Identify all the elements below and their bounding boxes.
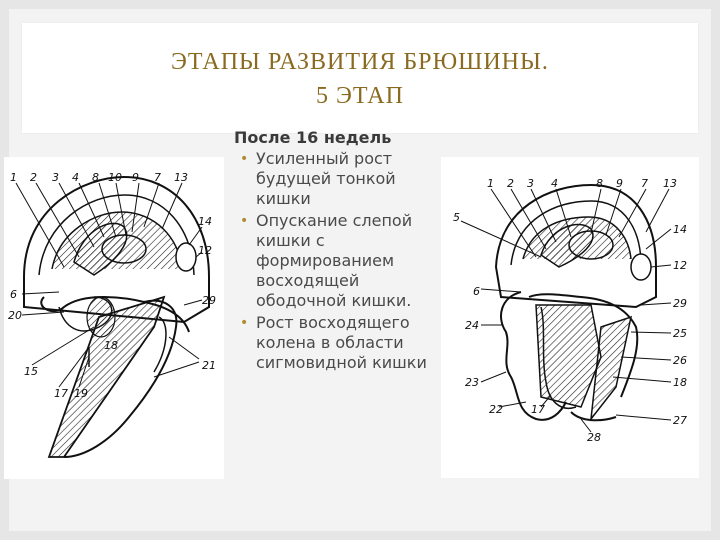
fig-left-label: 20 (8, 309, 22, 322)
title-box: ЭТАПЫ РАЗВИТИЯ БРЮШИНЫ. 5 ЭТАП (22, 23, 698, 133)
fig-left-label: 19 (74, 387, 88, 400)
bullet-list: • Усиленный рост будущей тонкой кишки • … (232, 149, 447, 373)
figure-right-drawing: 1 2 3 4 8 9 7 13 5 14 12 6 29 24 25 26 1… (441, 157, 699, 478)
title-line-2: 5 ЭТАП (22, 79, 698, 113)
fig-right-label: 28 (587, 431, 601, 444)
fig-left-label: 2 (30, 171, 37, 184)
fig-right-label: 1 (487, 177, 494, 190)
bullet-icon: • (240, 313, 248, 333)
fig-right-label: 27 (673, 414, 687, 427)
subheading: После 16 недель (234, 128, 447, 147)
figure-left: 1 2 3 4 8 10 9 7 13 14 12 6 5 20 29 18 1… (4, 157, 224, 479)
fig-left-label: 7 (154, 171, 161, 184)
fig-left-label: 6 (10, 288, 17, 301)
fig-right-label: 4 (551, 177, 558, 190)
figure-right: 1 2 3 4 8 9 7 13 5 14 12 6 29 24 25 26 1… (441, 157, 699, 478)
bullet-icon: • (240, 211, 248, 231)
fig-right-label: 25 (673, 327, 687, 340)
bullet-item: • Опускание слепой кишки с формированием… (232, 211, 447, 311)
fig-left-label: 1 (10, 171, 17, 184)
fig-left-label: 14 (198, 215, 212, 228)
fig-right-label: 26 (673, 354, 687, 367)
fig-left-label: 8 (92, 171, 99, 184)
fig-right-label: 6 (473, 285, 480, 298)
fig-left-label: 18 (104, 339, 118, 352)
fig-left-label: 15 (24, 365, 38, 378)
text-column: После 16 недель • Усиленный рост будущей… (232, 128, 447, 375)
fig-right-label: 2 (507, 177, 514, 190)
fig-right-label: 9 (616, 177, 623, 190)
fig-right-label: 7 (641, 177, 648, 190)
fig-left-label: 17 (54, 387, 68, 400)
fig-right-label: 13 (663, 177, 677, 190)
fig-left-label: 29 (202, 294, 216, 307)
bullet-text: Рост восходящего колена в области сигмов… (256, 313, 427, 372)
bullet-text: Усиленный рост будущей тонкой кишки (256, 149, 396, 208)
fig-right-label: 14 (673, 223, 687, 236)
fig-left-label: 3 (52, 171, 59, 184)
fig-right-label: 12 (673, 259, 687, 272)
fig-right-label: 3 (527, 177, 534, 190)
bullet-text: Опускание слепой кишки с формированием в… (256, 211, 412, 310)
bullet-icon: • (240, 149, 248, 169)
fig-right-label: 22 (489, 403, 503, 416)
fig-right-label: 24 (465, 319, 479, 332)
fig-left-label: 21 (202, 359, 216, 372)
slide-title: ЭТАПЫ РАЗВИТИЯ БРЮШИНЫ. 5 ЭТАП (22, 45, 698, 113)
fig-left-label: 13 (174, 171, 188, 184)
figure-left-drawing: 1 2 3 4 8 10 9 7 13 14 12 6 5 20 29 18 1… (4, 157, 224, 479)
bullet-item: • Усиленный рост будущей тонкой кишки (232, 149, 447, 209)
fig-left-label: 12 (198, 244, 212, 257)
fig-right-label: 8 (596, 177, 603, 190)
fig-left-label: 10 (108, 171, 122, 184)
fig-left-label: 9 (132, 171, 139, 184)
fig-right-label: 17 (531, 403, 545, 416)
bullet-item: • Рост восходящего колена в области сигм… (232, 313, 447, 373)
fig-right-label: 5 (453, 211, 460, 224)
fig-right-label: 18 (673, 376, 687, 389)
fig-right-label: 29 (673, 297, 687, 310)
title-line-1: ЭТАПЫ РАЗВИТИЯ БРЮШИНЫ. (22, 45, 698, 79)
fig-right-label: 23 (465, 376, 479, 389)
fig-left-label: 4 (72, 171, 79, 184)
